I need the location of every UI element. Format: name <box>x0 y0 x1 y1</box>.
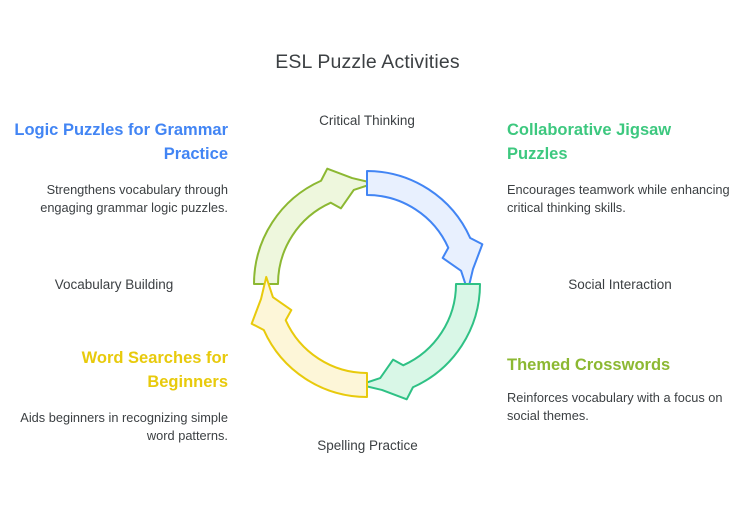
stage-label-left: Vocabulary Building <box>54 277 174 292</box>
stage-label-right: Social Interaction <box>568 277 672 292</box>
segment-heading-bottom-right: Themed Crosswords <box>507 356 671 374</box>
page-title: ESL Puzzle Activities <box>275 51 460 73</box>
cycle-diagram-svg <box>250 167 484 401</box>
cycle-segment-bottom-left[interactable] <box>250 275 368 398</box>
segment-description-bottom-right: Reinforces vocabulary with a focus on so… <box>507 390 723 423</box>
stage-label-bottom: Spelling Practice <box>317 438 418 453</box>
segment-description-top-left: Strengthens vocabulary through engaging … <box>40 182 228 215</box>
segment-block-bottom-right: Themed Crosswords Reinforces vocabulary … <box>507 353 735 425</box>
segment-description-top-right: Encourages teamwork while enhancing crit… <box>507 182 730 215</box>
cycle-segment-top-left[interactable] <box>253 167 376 285</box>
segment-heading-bottom-left: Word Searches for Beginners <box>81 349 228 391</box>
cycle-segment-bottom-right[interactable] <box>358 283 481 401</box>
segment-heading-top-left: Logic Puzzles for Grammar Practice <box>14 121 228 163</box>
stage-label-top: Critical Thinking <box>319 113 415 128</box>
segment-heading-top-right: Collaborative Jigsaw Puzzles <box>507 121 672 163</box>
cycle-diagram <box>243 160 491 408</box>
cycle-segment-top-right[interactable] <box>366 170 484 293</box>
segment-block-top-left: Logic Puzzles for Grammar Practice Stren… <box>0 118 228 217</box>
segment-block-bottom-left: Word Searches for Beginners Aids beginne… <box>0 346 228 445</box>
segment-block-top-right: Collaborative Jigsaw Puzzles Encourages … <box>507 118 735 217</box>
segment-description-bottom-left: Aids beginners in recognizing simple wor… <box>20 410 228 443</box>
